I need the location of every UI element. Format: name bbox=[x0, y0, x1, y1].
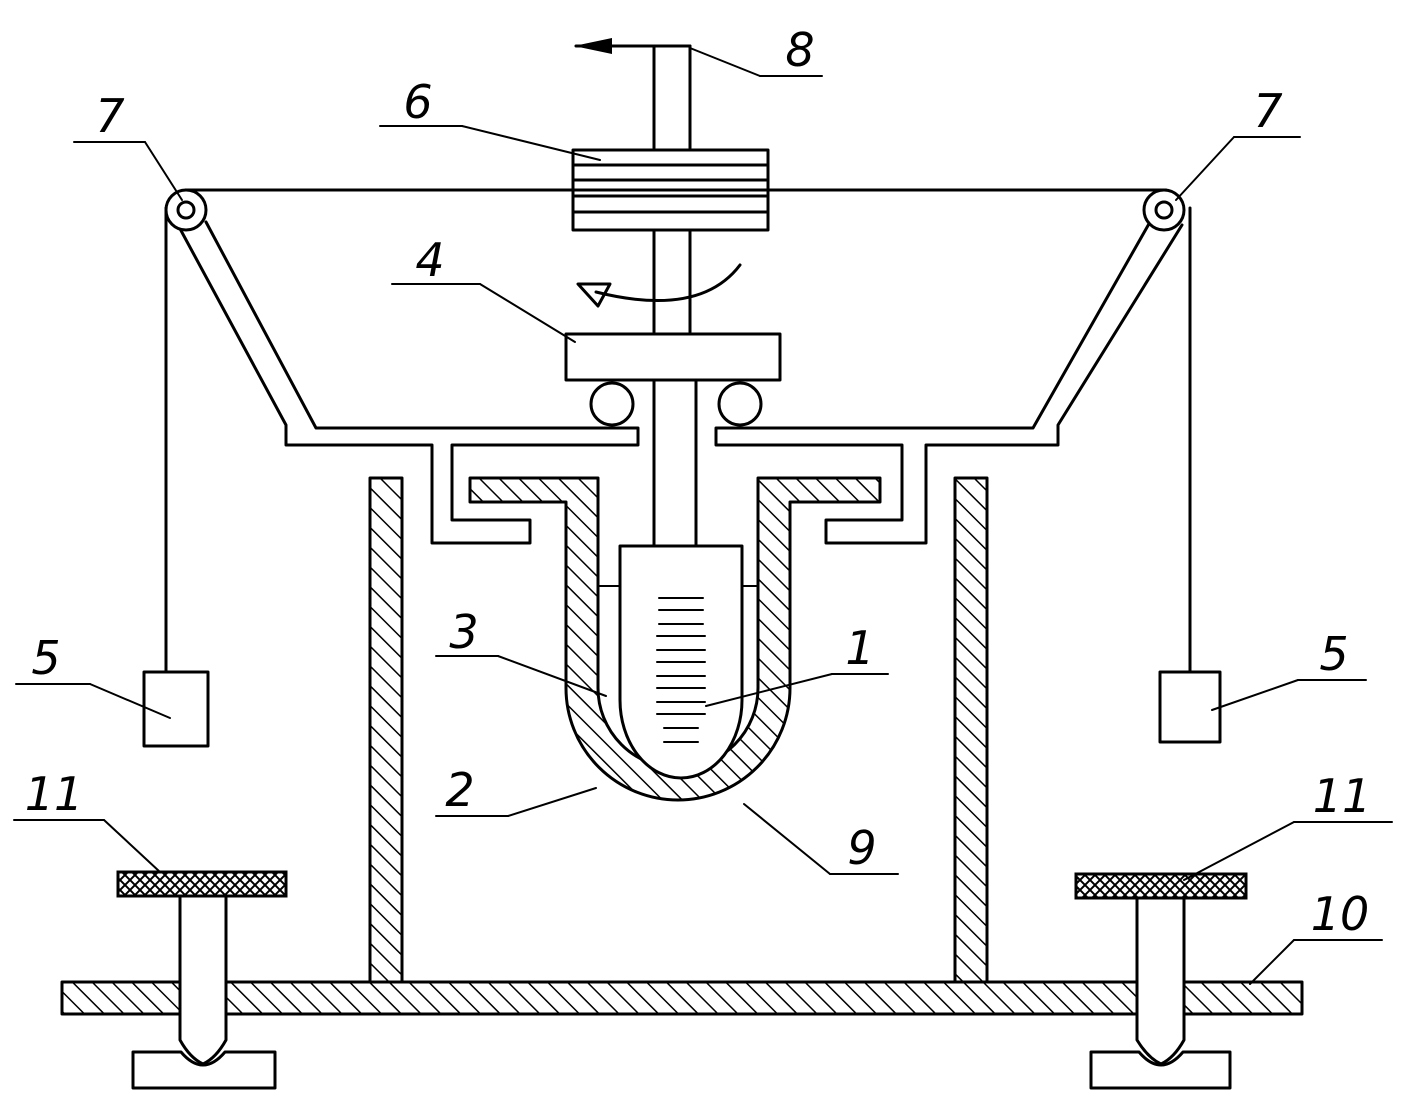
label-1: 1 bbox=[845, 621, 874, 675]
label-10: 10 bbox=[1311, 887, 1370, 941]
label-8: 8 bbox=[785, 23, 814, 77]
label-6: 6 bbox=[403, 75, 432, 129]
rotation-arrow bbox=[576, 263, 742, 308]
label-7-left: 7 bbox=[95, 89, 124, 143]
label-3: 3 bbox=[449, 605, 478, 659]
leveling-foot-right bbox=[1074, 872, 1248, 1090]
guide-pulley-right bbox=[1142, 188, 1186, 232]
bearing-ball-right bbox=[717, 381, 763, 427]
outer-wall-left bbox=[368, 476, 404, 984]
label-7-right: 7 bbox=[1253, 84, 1282, 138]
label-5-right: 5 bbox=[1319, 627, 1348, 681]
drive-shaft bbox=[652, 44, 698, 548]
specimen-strata bbox=[656, 597, 706, 743]
weight-left bbox=[142, 670, 210, 748]
bearing-ball-left bbox=[589, 381, 635, 427]
label-2: 2 bbox=[445, 763, 474, 817]
guide-pulley-left bbox=[164, 188, 208, 232]
leveling-foot-left bbox=[116, 870, 288, 1090]
label-4: 4 bbox=[415, 233, 444, 287]
label-9: 9 bbox=[847, 821, 876, 875]
shaft-arrow bbox=[574, 38, 692, 54]
outer-wall-right bbox=[953, 476, 989, 984]
label-5-left: 5 bbox=[31, 631, 60, 685]
base-plate bbox=[60, 980, 1304, 1016]
label-11-left: 11 bbox=[25, 767, 84, 821]
suspension-frame bbox=[176, 220, 1184, 545]
rotor-disc bbox=[564, 332, 782, 382]
weight-right bbox=[1158, 670, 1222, 744]
label-11-right: 11 bbox=[1313, 769, 1372, 823]
leader-lines bbox=[13, 47, 1393, 985]
